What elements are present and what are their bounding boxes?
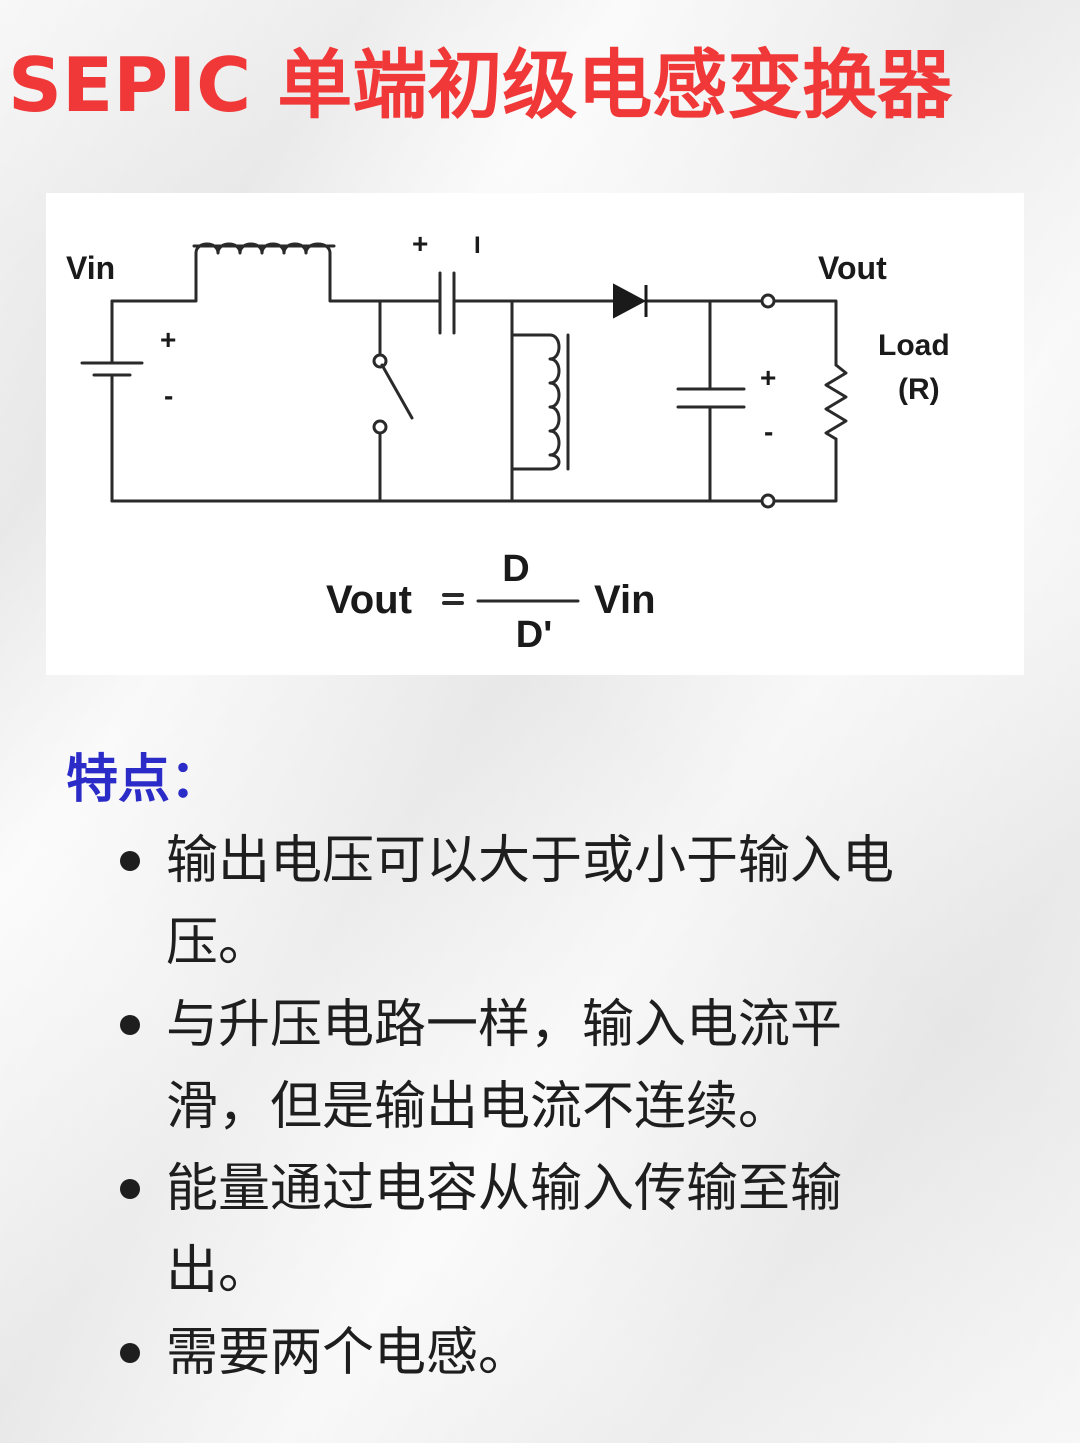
- bullet-icon: [120, 1343, 140, 1363]
- bullet-icon: [120, 851, 140, 871]
- source-minus-label: -: [164, 380, 173, 411]
- page-title: SEPIC 单端初级电感变换器: [8, 41, 953, 129]
- output-terminal-top: [760, 293, 776, 309]
- wire-load-bottom: [772, 437, 838, 503]
- inductor-l1-coil: [194, 242, 332, 255]
- sepic-circuit-diagram: Vin Vout Load (R) + I + - + - Vout D D' …: [46, 193, 1024, 675]
- bullet-icon: [120, 1015, 140, 1035]
- switch-blade: [380, 363, 414, 420]
- diode-triangle: [613, 283, 647, 319]
- source-plus-label: +: [160, 324, 176, 355]
- output-terminal-bottom: [760, 493, 776, 509]
- wire-to-inductor: [110, 251, 198, 303]
- list-item: 需要两个电感。: [166, 1323, 531, 1383]
- switch-terminal-bottom: [372, 419, 388, 435]
- wire-inductor-to-cap: [328, 251, 442, 303]
- formula-lhs: Vout: [326, 578, 412, 622]
- coupling-cap-plus-label: +: [412, 228, 428, 259]
- formula-denominator: D': [516, 614, 552, 656]
- formula-equals-bars: [442, 593, 464, 605]
- load-r-label: (R): [898, 373, 940, 406]
- load-resistor: [824, 363, 848, 441]
- formula-numerator: D: [502, 548, 529, 590]
- formula-rhs: Vin: [594, 578, 656, 622]
- wire-load-top: [772, 299, 838, 367]
- bullet-icon: [120, 1179, 140, 1199]
- list-item: 输出电压可以大于或小于输入电压。: [166, 831, 895, 973]
- features-heading: 特点：: [66, 750, 223, 810]
- output-cap-minus-label: -: [764, 416, 773, 447]
- output-cap-plus-label: +: [760, 362, 776, 393]
- inductor-l2-coil: [548, 333, 561, 471]
- vout-label: Vout: [818, 250, 887, 286]
- coupling-cap-minus-label: I: [474, 232, 481, 259]
- load-label: Load: [878, 329, 950, 362]
- diode: [613, 283, 648, 319]
- circuit-schematic: Vin Vout Load (R) + I + - + - Vout D D' …: [66, 228, 950, 656]
- vin-label: Vin: [66, 250, 115, 286]
- list-item: 与升压电路一样，输入电流平滑，但是输出电流不连续。: [166, 995, 843, 1137]
- switch-terminal-top: [372, 353, 388, 369]
- list-item: 能量通过电容从输入传输至输出。: [166, 1159, 843, 1301]
